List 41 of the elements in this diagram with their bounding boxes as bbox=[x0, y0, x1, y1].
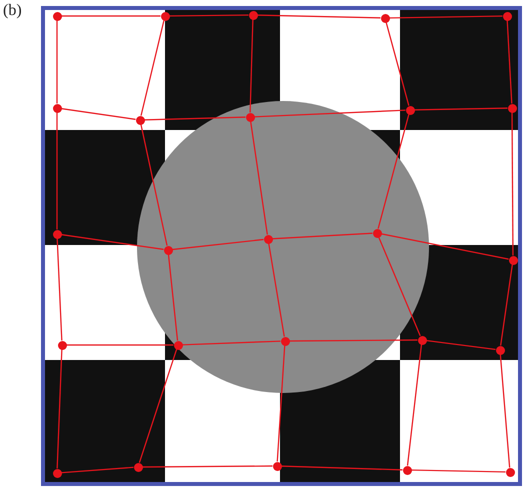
mesh-line bbox=[406, 344, 422, 466]
mesh-line bbox=[506, 20, 512, 104]
mesh-line bbox=[389, 15, 503, 19]
mesh-line bbox=[61, 108, 136, 120]
mesh-line bbox=[140, 20, 165, 116]
mesh-line bbox=[500, 354, 510, 468]
mesh-line bbox=[254, 110, 406, 118]
mesh-line bbox=[281, 466, 403, 470]
mesh-line bbox=[511, 112, 514, 256]
mesh-line bbox=[168, 254, 178, 341]
mesh-line bbox=[138, 349, 178, 463]
panel-label: (b) bbox=[3, 2, 22, 20]
mesh-line bbox=[172, 238, 264, 250]
mesh-line bbox=[62, 15, 160, 17]
mesh-line bbox=[378, 236, 421, 336]
mesh-line bbox=[140, 124, 168, 246]
mesh-line bbox=[250, 19, 254, 113]
mesh-line bbox=[411, 469, 506, 473]
mesh-line bbox=[381, 233, 509, 260]
mesh-line bbox=[500, 264, 513, 346]
mesh-line bbox=[56, 349, 62, 469]
mesh-line bbox=[276, 345, 286, 462]
mesh-line bbox=[170, 14, 248, 17]
mesh-line bbox=[290, 339, 418, 342]
mesh-line bbox=[182, 340, 281, 346]
mesh-line bbox=[56, 238, 62, 341]
mesh-line bbox=[268, 243, 285, 337]
mesh-line bbox=[61, 234, 164, 250]
mesh-line bbox=[144, 116, 246, 120]
mesh-line bbox=[250, 121, 268, 235]
mesh-line bbox=[272, 232, 373, 240]
mesh-line bbox=[414, 108, 508, 110]
mesh-line bbox=[257, 14, 381, 18]
mesh-line bbox=[61, 466, 134, 474]
mesh-line bbox=[426, 340, 496, 350]
mesh-line bbox=[66, 344, 174, 346]
mesh-line bbox=[378, 114, 410, 229]
mesh-line bbox=[56, 112, 58, 230]
mesh-line bbox=[386, 22, 410, 106]
mesh-line bbox=[56, 20, 58, 104]
mesh-line bbox=[142, 465, 272, 468]
